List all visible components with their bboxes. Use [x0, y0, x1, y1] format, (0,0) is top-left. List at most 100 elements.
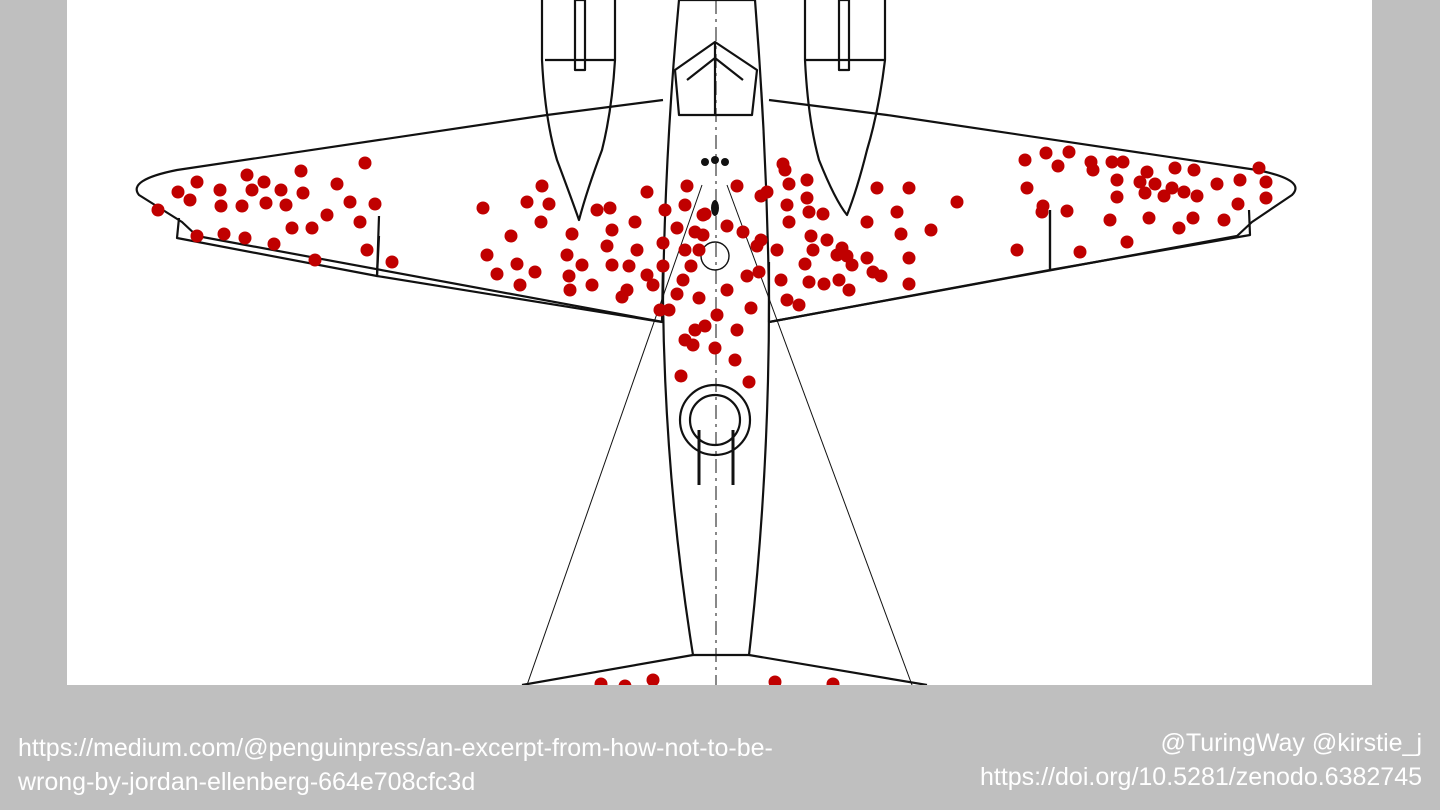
bullet-hole-marker [330, 177, 344, 191]
bullet-hole-marker [800, 173, 814, 187]
bullet-hole-marker [368, 197, 382, 211]
bullet-hole-marker [320, 208, 334, 222]
bullet-hole-marker [630, 243, 644, 257]
bullet-hole-marker [360, 243, 374, 257]
bullet-hole-marker [542, 197, 556, 211]
bullet-hole-marker [688, 323, 702, 337]
bullet-hole-marker [698, 319, 712, 333]
bullet-hole-marker [560, 248, 574, 262]
bullet-hole-marker [684, 259, 698, 273]
bullet-hole-marker [806, 243, 820, 257]
bullet-hole-marker [708, 341, 722, 355]
bullet-hole-marker [622, 259, 636, 273]
bullet-hole-marker [1259, 191, 1273, 205]
bullet-hole-marker [296, 186, 310, 200]
bullet-hole-marker [874, 269, 888, 283]
bullet-hole-marker [274, 183, 288, 197]
bullet-hole-marker [774, 273, 788, 287]
bullet-hole-marker [894, 227, 908, 241]
bullet-hole-marker [1036, 199, 1050, 213]
bullet-hole-marker [1140, 165, 1154, 179]
bullet-hole-marker [754, 233, 768, 247]
bullet-hole-marker [480, 248, 494, 262]
bullet-hole-marker [603, 201, 617, 215]
bullet-hole-marker [1110, 173, 1124, 187]
bullet-hole-marker [353, 215, 367, 229]
bullet-hole-marker [605, 223, 619, 237]
bullet-hole-marker [217, 227, 231, 241]
bullet-hole-marker [1190, 189, 1204, 203]
bullet-hole-marker [305, 221, 319, 235]
bullet-hole-marker [1138, 186, 1152, 200]
bullet-hole-markers [151, 145, 1273, 685]
bullet-hole-marker [1231, 197, 1245, 211]
bullet-hole-marker [680, 179, 694, 193]
bullet-hole-marker [776, 157, 790, 171]
bullet-hole-marker [730, 179, 744, 193]
bullet-hole-marker [802, 275, 816, 289]
bullet-hole-marker [1172, 221, 1186, 235]
bullet-hole-marker [565, 227, 579, 241]
bullet-hole-marker [1233, 173, 1247, 187]
bullet-hole-marker [575, 258, 589, 272]
credit-doi: https://doi.org/10.5281/zenodo.6382745 [979, 763, 1422, 791]
bullet-hole-marker [562, 269, 576, 283]
bullet-hole-marker [171, 185, 185, 199]
bullet-hole-marker [1039, 146, 1053, 160]
bullet-hole-marker [1060, 204, 1074, 218]
bullet-hole-marker [674, 369, 688, 383]
bullet-hole-marker [285, 221, 299, 235]
bullet-hole-marker [190, 229, 204, 243]
bullet-hole-marker [151, 203, 165, 217]
bullet-hole-marker [676, 273, 690, 287]
bullet-hole-marker [257, 175, 271, 189]
bullet-hole-marker [590, 203, 604, 217]
bullet-hole-marker [670, 287, 684, 301]
cockpit-canopy [673, 40, 759, 117]
bullet-hole-marker [1051, 159, 1065, 173]
bullet-hole-marker [1116, 155, 1130, 169]
bullet-hole-marker [792, 298, 806, 312]
bullet-hole-marker [688, 225, 702, 239]
bullet-hole-marker [820, 233, 834, 247]
bullet-hole-marker [385, 255, 399, 269]
bullet-hole-marker [1073, 245, 1087, 259]
bullet-hole-marker [510, 257, 524, 271]
nose-gun [701, 156, 729, 216]
bullet-hole-marker [235, 199, 249, 213]
bullet-hole-marker [1103, 213, 1117, 227]
bullet-hole-marker [600, 239, 614, 253]
figure-panel [67, 0, 1372, 685]
bullet-hole-marker [504, 229, 518, 243]
bullet-hole-marker [1157, 189, 1171, 203]
bullet-hole-marker [190, 175, 204, 189]
horizontal-stabilizer [521, 653, 928, 685]
bullet-hole-marker [640, 185, 654, 199]
bullet-hole-marker [1086, 163, 1100, 177]
source-url-caption: https://medium.com/@penguinpress/an-exce… [18, 731, 918, 799]
bullet-hole-marker [816, 207, 830, 221]
bullet-hole-marker [653, 303, 667, 317]
bullet-hole-marker [902, 251, 916, 265]
bullet-hole-marker [902, 181, 916, 195]
credit-handles: @TuringWay @kirstie_j [1160, 729, 1422, 757]
right-engine-strut [837, 0, 851, 72]
bullet-hole-marker [358, 156, 372, 170]
bullet-hole-marker [628, 215, 642, 229]
bullet-hole-marker [585, 278, 599, 292]
bullet-hole-marker [1210, 177, 1224, 191]
bullet-hole-marker [678, 243, 692, 257]
bullet-hole-marker [710, 308, 724, 322]
right-engine-nacelle [803, 0, 887, 217]
bullet-hole-marker [817, 277, 831, 291]
bullet-hole-marker [845, 258, 859, 272]
bullet-hole-marker [728, 353, 742, 367]
bullet-hole-marker [740, 269, 754, 283]
bullet-hole-marker [720, 219, 734, 233]
bullet-hole-marker [656, 236, 670, 250]
bullet-hole-marker [1110, 190, 1124, 204]
bullet-hole-marker [698, 207, 712, 221]
bullet-hole-marker [1165, 181, 1179, 195]
bullet-hole-marker [826, 677, 840, 685]
bullet-hole-marker [686, 338, 700, 352]
